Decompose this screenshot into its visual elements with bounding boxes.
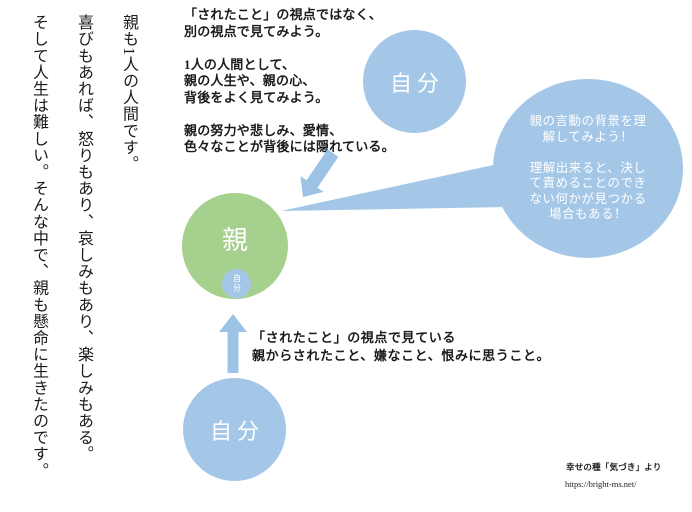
footer-credit: 幸せの種「気づき」より xyxy=(566,462,662,472)
left-vertical-text: 親も1人の人間です。 喜びもあれば、怒りもあり、哀しみもあり、楽しみもある。 そ… xyxy=(30,14,137,479)
footer-url-link[interactable]: https://bright-ms.net/ xyxy=(565,479,637,489)
top-note-text: 「されたこと」の視点ではなく、 別の視点で見てみよう。 1人の人間として、 親の… xyxy=(184,7,395,154)
bottom-note-text: 「されたこと」の視点で見ている 親からされたこと、嫌なこと、恨みに思うこと。 xyxy=(252,330,551,363)
speech-bubble: 親の言動の背景を理 解してみよう！ 理解出来ると、決し て責めることのでき ない… xyxy=(493,79,683,258)
speech-bubble-text: 親の言動の背景を理 解してみよう！ 理解出来ると、決し て責めることのでき ない… xyxy=(529,114,647,222)
inner-self-circle: 自分 xyxy=(222,269,251,298)
speech-bubble-tail xyxy=(281,161,512,211)
self-circle-top-label: 自分 xyxy=(389,70,444,96)
self-circle-bottom-label: 自分 xyxy=(209,418,264,444)
up-arrow-icon xyxy=(219,314,247,373)
inner-self-circle-label: 自分 xyxy=(232,274,242,293)
self-circle-bottom: 自分 xyxy=(183,378,286,481)
down-left-arrow-icon xyxy=(300,149,339,197)
self-circle-top: 自分 xyxy=(363,30,466,133)
parent-circle-label: 親 xyxy=(221,224,248,255)
